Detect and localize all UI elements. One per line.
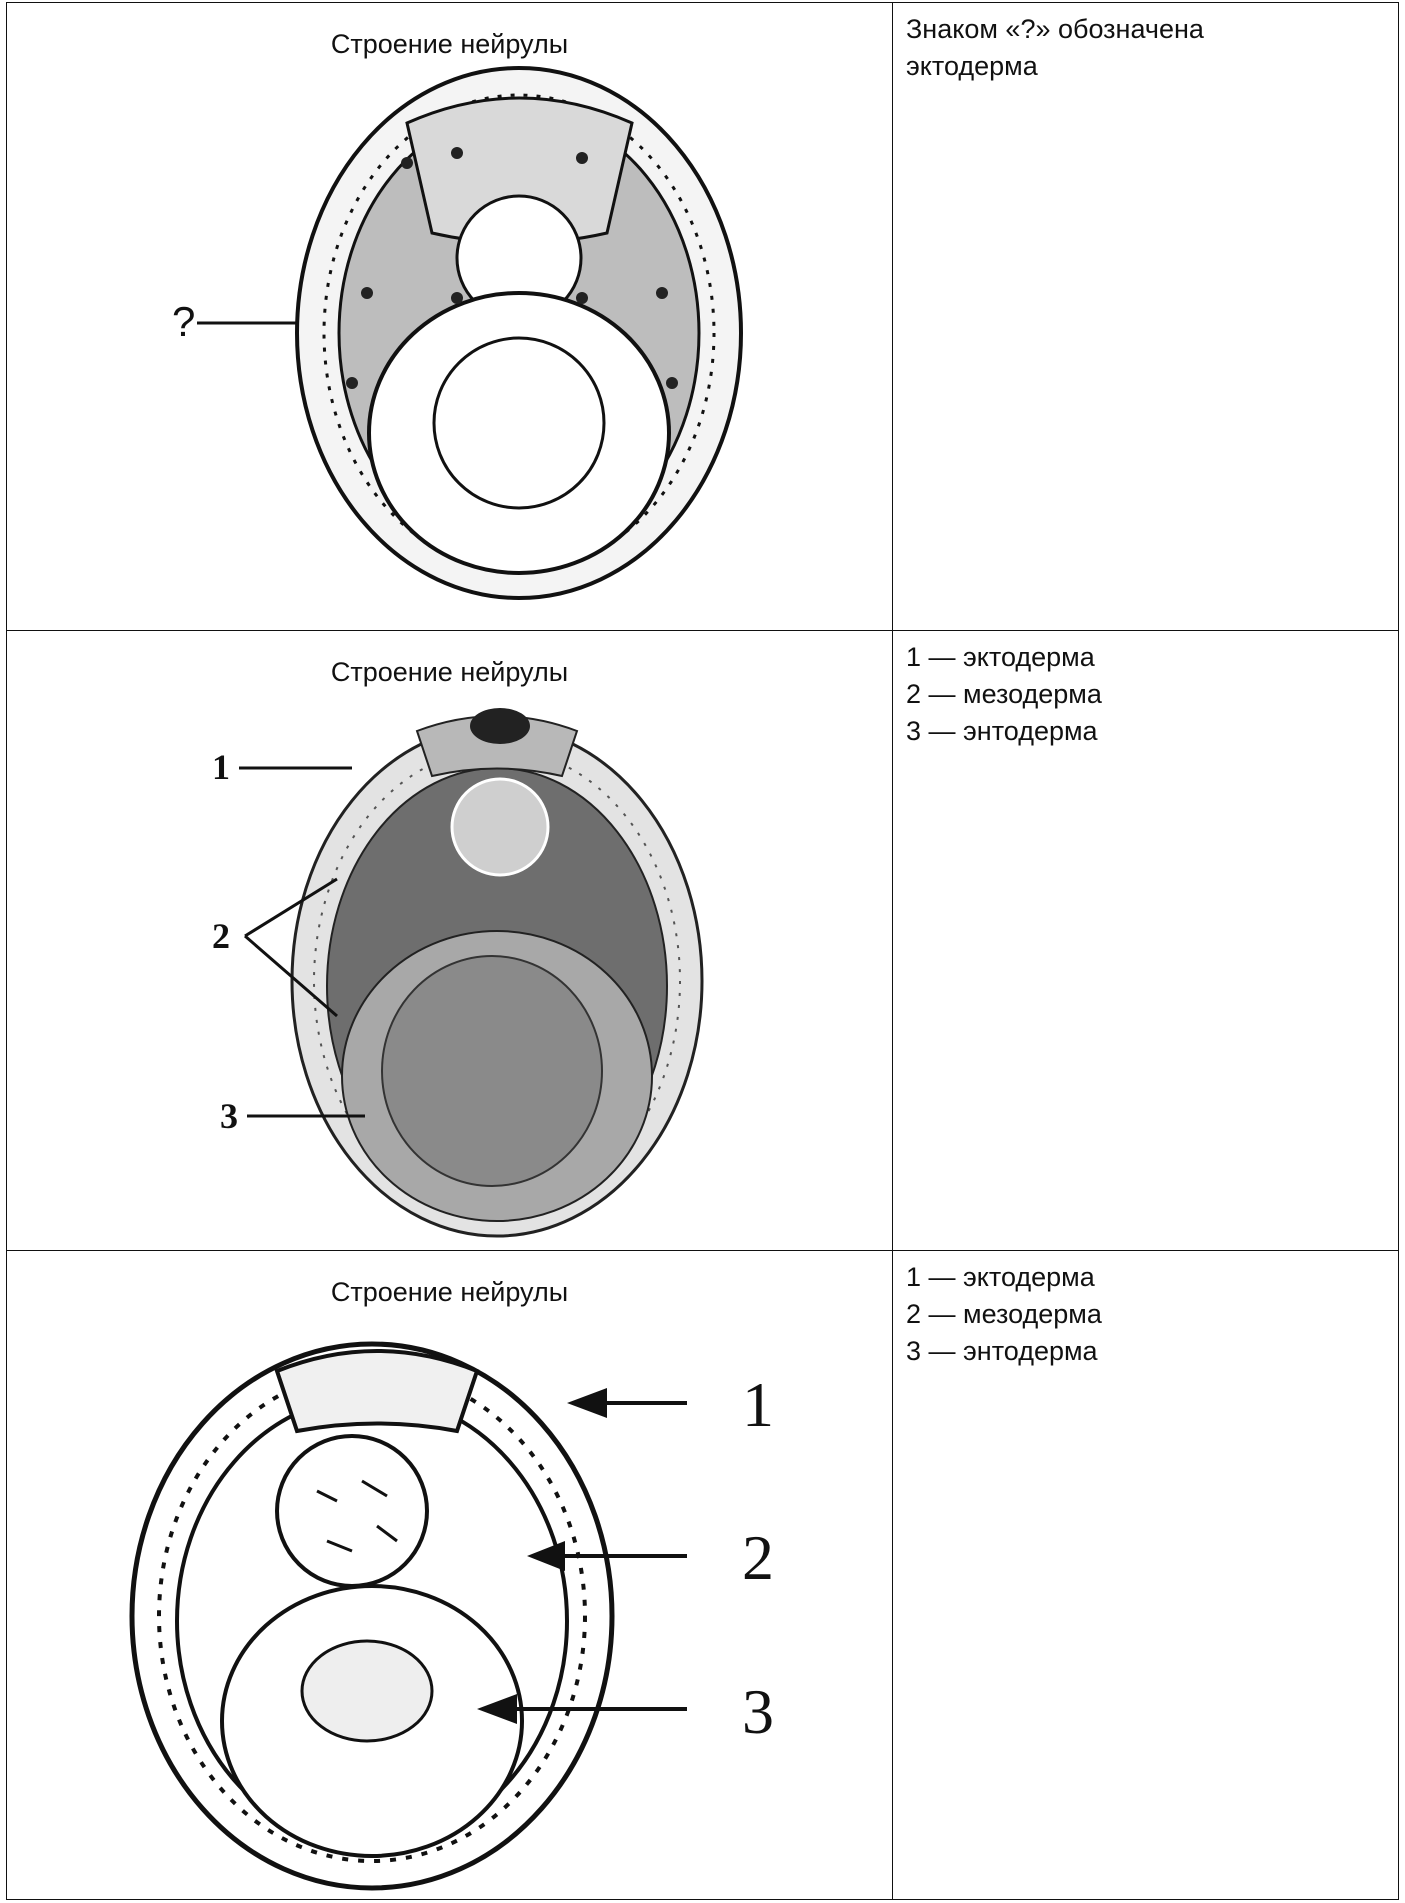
label-1: 1 [742,1369,774,1440]
answer-cell: 1 — эктодерма 2 — мезодерма 3 — энтодерм… [894,1251,1398,1899]
neurula-diagram-3: 1 2 3 [7,1251,892,1900]
neurula-diagram-2: 1 2 3 [7,631,892,1251]
answer-table: Строение нейрулы [6,2,1399,1900]
label-3: 3 [220,1096,238,1136]
answer-line: 1 — эктодерма [906,1259,1386,1296]
answer-line: 1 — эктодерма [906,639,1386,676]
table-row: Строение нейрулы 1 2 3 1 — эк [7,630,1398,1250]
figure-cell: Строение нейрулы 1 2 3 [7,631,893,1250]
answer-line: 2 — мезодерма [906,676,1386,713]
label-2: 2 [212,916,230,956]
label-question: ? [172,298,195,345]
figure-cell: Строение нейрулы 1 [7,1251,893,1899]
answer-line: 2 — мезодерма [906,1296,1386,1333]
answer-line: Знаком «?» обозначена [906,11,1386,48]
answer-line: эктодерма [906,48,1386,85]
figure-cell: Строение нейрулы [7,3,893,630]
label-1: 1 [212,747,230,787]
label-3: 3 [742,1676,774,1747]
label-2: 2 [742,1522,774,1593]
neurula-diagram-1: ? [7,3,892,630]
answer-cell: 1 — эктодерма 2 — мезодерма 3 — энтодерм… [894,631,1398,1250]
answer-cell: Знаком «?» обозначена эктодерма [894,3,1398,630]
answer-line: 3 — энтодерма [906,1333,1386,1370]
table-row: Строение нейрулы [7,3,1398,630]
table-row: Строение нейрулы 1 [7,1250,1398,1899]
answer-line: 3 — энтодерма [906,713,1386,750]
